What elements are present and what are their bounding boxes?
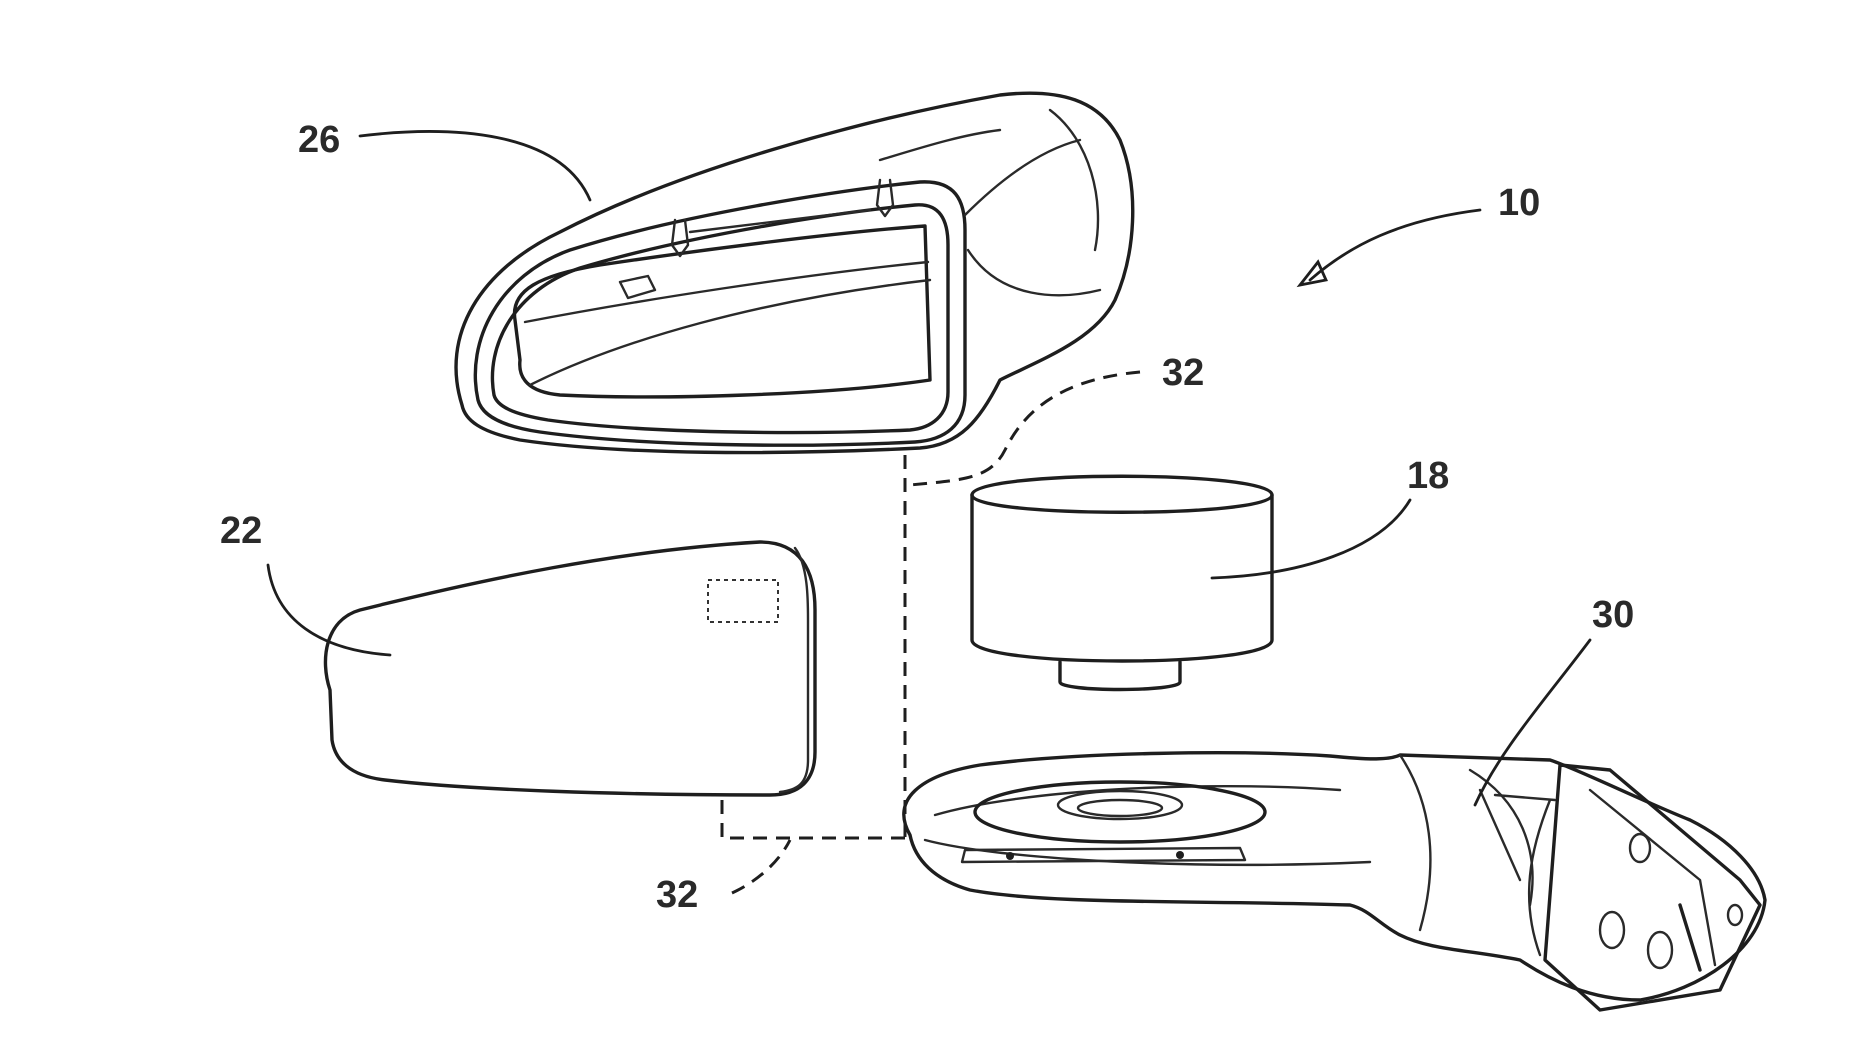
label-32-upper: 32 bbox=[1162, 352, 1204, 394]
mirror-housing-cover bbox=[454, 91, 1135, 455]
label-10: 10 bbox=[1498, 182, 1540, 224]
base-bracket bbox=[902, 751, 1767, 1012]
label-22: 22 bbox=[220, 510, 262, 552]
label-30: 30 bbox=[1592, 594, 1634, 636]
mirror-glass bbox=[323, 540, 817, 797]
actuator-unit bbox=[970, 474, 1274, 692]
label-32-lower: 32 bbox=[656, 874, 698, 916]
connection-lines bbox=[720, 370, 1141, 895]
label-26: 26 bbox=[298, 119, 340, 161]
reference-labels: 26 10 32 18 22 30 32 bbox=[220, 119, 1634, 916]
label-18: 18 bbox=[1407, 455, 1449, 497]
leader-lines bbox=[266, 130, 1592, 807]
